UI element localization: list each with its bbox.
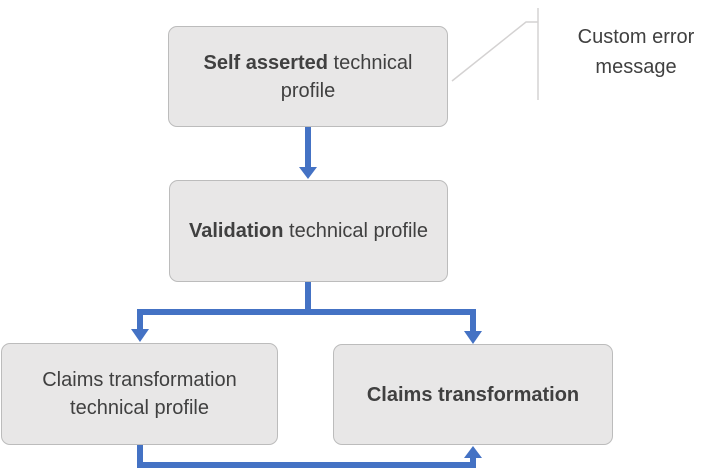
node-label-bold: Self asserted — [203, 51, 328, 74]
node-label-bold: Validation — [189, 220, 284, 242]
arrowhead-claims-transformation-bottom — [464, 446, 482, 458]
node-label-rest: Claims transformation technical profile — [42, 369, 237, 419]
node-label-bold: Claims transformation — [366, 383, 580, 406]
node-self-asserted-technical-profile: Self asserted technical profile — [168, 26, 448, 127]
arrowhead-validation — [299, 167, 317, 179]
arrowhead-claims-tp — [131, 329, 149, 342]
node-claims-transformation: Claims transformation — [333, 344, 613, 445]
node-claims-transformation-technical-profile: Claims transformation technical profile — [1, 343, 278, 445]
node-label: Claims transformation technical profile — [20, 366, 259, 422]
node-validation-technical-profile: Validation technical profile — [169, 180, 448, 282]
node-label-rest: technical profile — [283, 220, 428, 242]
callout-leader-line — [451, 21, 538, 82]
node-label-rest: technical profile — [280, 51, 413, 102]
node-label: Validation technical profile — [189, 217, 428, 245]
branch-crossbar-line — [137, 309, 476, 332]
arrowhead-claims-transformation — [464, 331, 482, 344]
node-label: Self asserted technical profile — [187, 49, 429, 105]
callout-custom-error-message: Custom error message — [577, 26, 695, 78]
bottom-return-line — [137, 445, 476, 468]
node-label: Claims transformation — [367, 381, 579, 409]
